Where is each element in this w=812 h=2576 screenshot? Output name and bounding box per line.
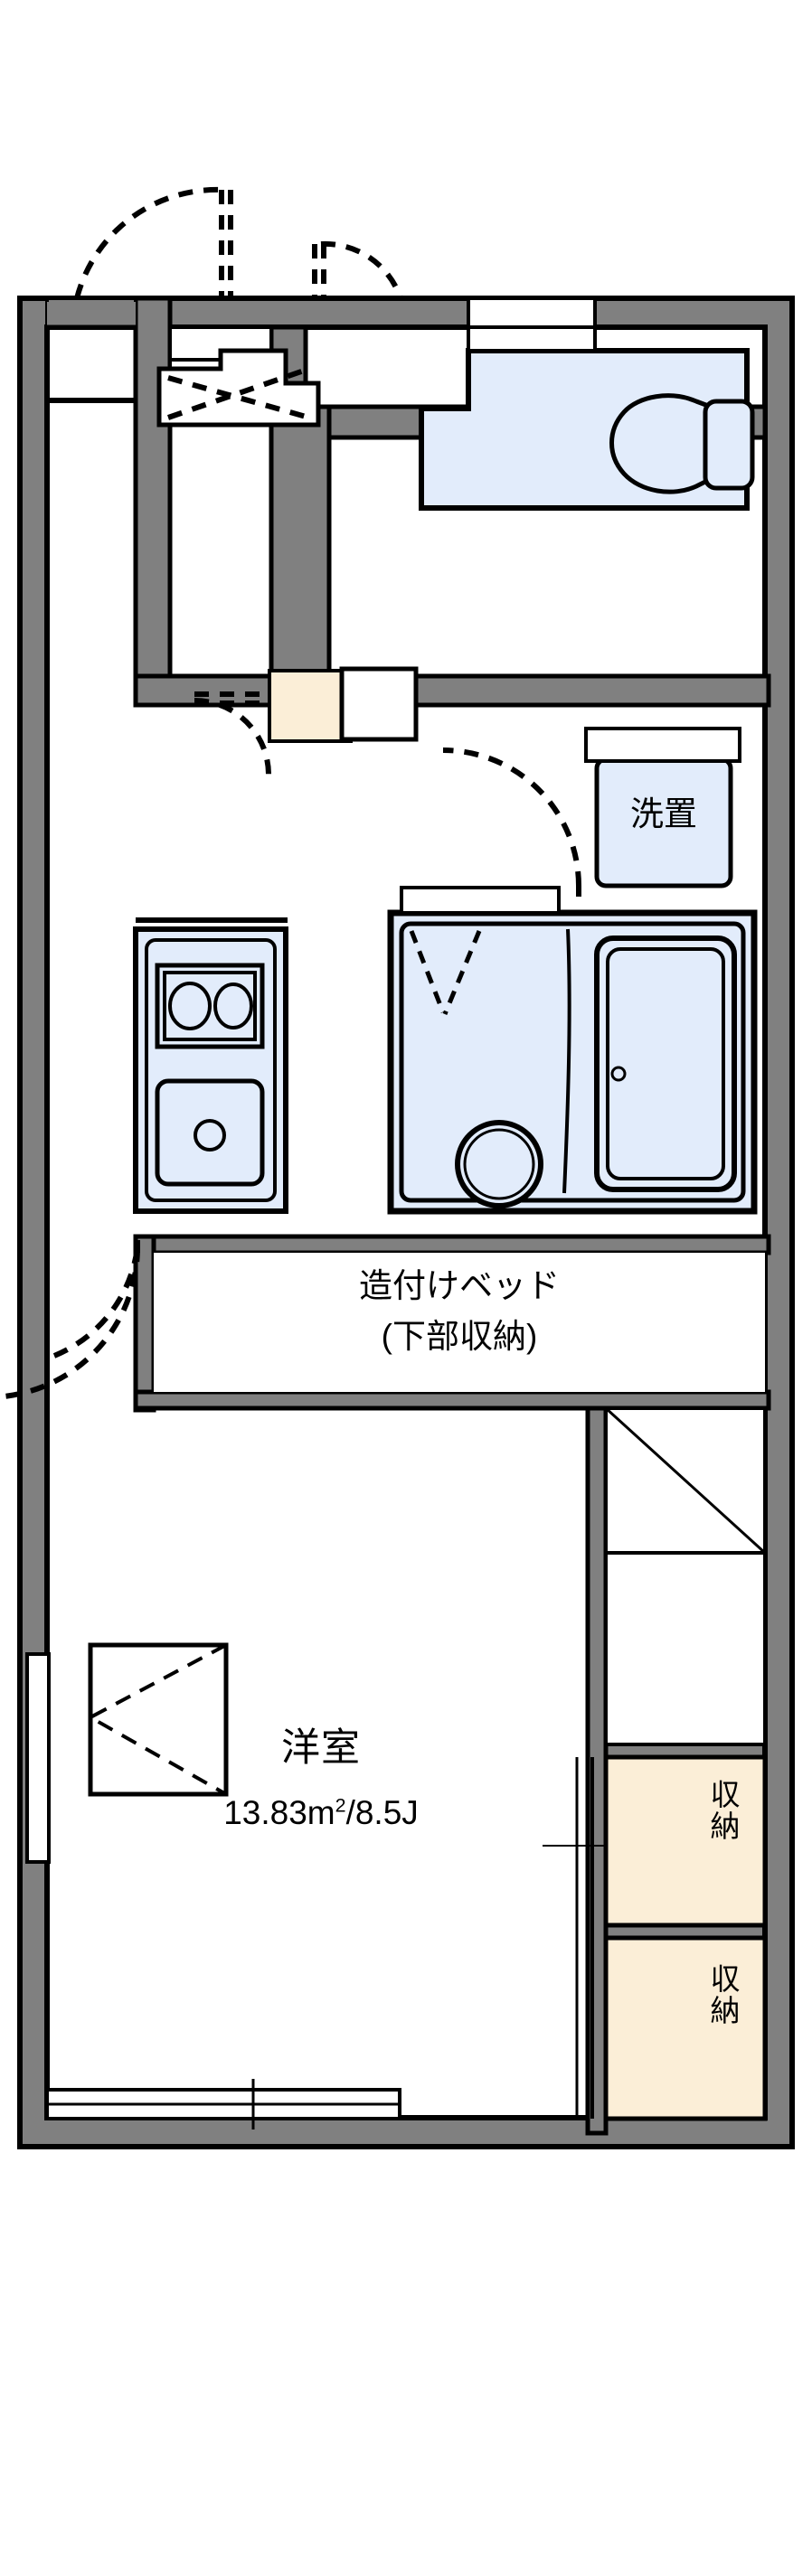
bathroom (387, 886, 758, 1215)
storage-upper-label: 収納 (706, 1779, 740, 1842)
closet-column (543, 1406, 768, 2121)
entry-closet-door-arc (194, 698, 271, 776)
toilet-tank-icon (703, 399, 755, 491)
bed-icon (154, 1253, 765, 1392)
washer-space (584, 727, 741, 888)
room-door-arc (0, 1246, 140, 1400)
closet-lower-icon (603, 1935, 768, 2121)
bay-window-icon (88, 1642, 229, 1797)
bath-door-icon (400, 886, 561, 915)
kitchen (133, 917, 288, 1214)
closet-upper-icon (603, 1754, 768, 1928)
built-in-bed (154, 1253, 765, 1392)
built-in-bed-label-line1: 造付けベッド (359, 1267, 560, 1304)
bath-entry-hatch (409, 930, 482, 1015)
main-room-area-label: 13.83m2/8.5J (99, 1794, 543, 1831)
windows (25, 1652, 401, 2129)
door-swings (0, 186, 581, 1400)
area-jo: /8.5J (345, 1794, 419, 1831)
built-in-bed-label-line2: (下部収納) (381, 1318, 538, 1355)
room-bay-window (86, 1642, 229, 1797)
washer-place-label: 洗置 (630, 795, 697, 832)
main-room-label: 洋室 (281, 1726, 361, 1770)
room-window-icon (25, 1652, 51, 1864)
toilet-room (419, 296, 755, 511)
entry-cream-storage (268, 669, 353, 743)
bath-door-arc (442, 747, 581, 887)
toilet-door-arc (320, 240, 403, 299)
entry-small-closet (339, 666, 419, 742)
area-number: 13.83 (223, 1794, 307, 1831)
entrance-door-arc (74, 186, 222, 299)
toilet-icon (609, 393, 713, 494)
area-unit-sqm: m2 (307, 1794, 346, 1831)
storage-lower-label: 収納 (706, 1963, 740, 2026)
